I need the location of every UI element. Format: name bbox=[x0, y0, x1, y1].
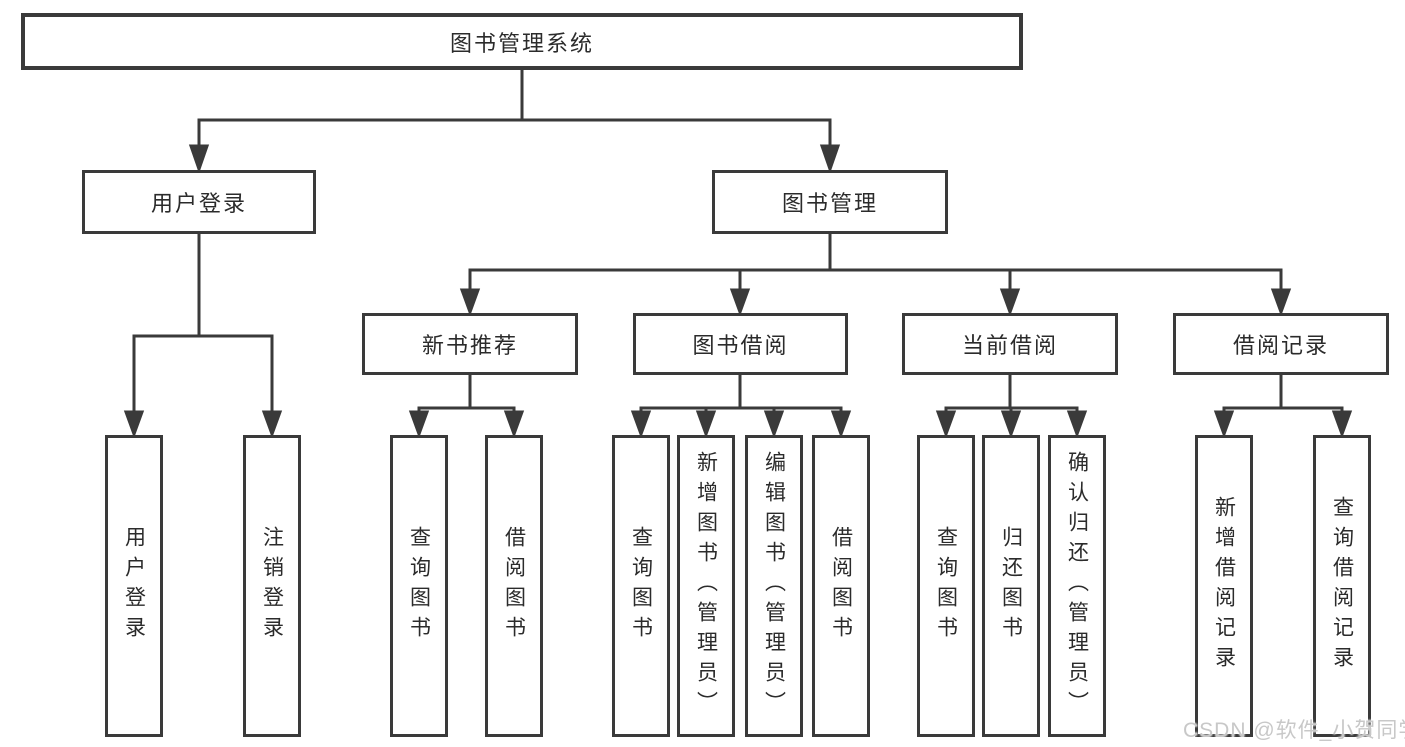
leaf-borrow-books-recommend: 借阅图书 bbox=[485, 435, 543, 737]
leaf-query-books-recommend-label: 查询图书 bbox=[407, 526, 431, 646]
node-borrow-records: 借阅记录 bbox=[1173, 313, 1389, 375]
leaf-borrow-books: 借阅图书 bbox=[812, 435, 870, 737]
leaf-return-book: 归还图书 bbox=[982, 435, 1040, 737]
leaf-add-borrow-record: 新增借阅记录 bbox=[1195, 435, 1253, 737]
leaf-add-book-admin-label: 新增图书（管理员） bbox=[694, 451, 718, 721]
leaf-edit-book-admin: 编辑图书（管理员） bbox=[745, 435, 803, 737]
node-user-login: 用户登录 bbox=[82, 170, 316, 234]
node-current-borrow-label: 当前借阅 bbox=[961, 333, 1058, 358]
node-book-management-label: 图书管理 bbox=[781, 191, 878, 216]
leaf-borrow-books-recommend-label: 借阅图书 bbox=[502, 526, 526, 646]
node-borrow-records-label: 借阅记录 bbox=[1232, 333, 1329, 358]
leaf-confirm-return-admin-label: 确认归还（管理员） bbox=[1065, 451, 1089, 721]
node-library-management-system: 图书管理系统 bbox=[21, 13, 1023, 70]
node-user-login-label: 用户登录 bbox=[150, 191, 247, 216]
leaf-logout: 注销登录 bbox=[243, 435, 301, 737]
leaf-edit-book-admin-label: 编辑图书（管理员） bbox=[762, 451, 786, 721]
node-new-book-recommend: 新书推荐 bbox=[362, 313, 578, 375]
leaf-confirm-return-admin: 确认归还（管理员） bbox=[1048, 435, 1106, 737]
node-library-management-system-label: 图书管理系统 bbox=[449, 30, 594, 56]
node-book-borrow-label: 图书借阅 bbox=[692, 333, 789, 358]
leaf-query-borrow-record-label: 查询借阅记录 bbox=[1330, 496, 1354, 676]
leaf-query-books-borrow: 查询图书 bbox=[612, 435, 670, 737]
leaf-query-books-borrow-label: 查询图书 bbox=[629, 526, 653, 646]
leaf-logout-label: 注销登录 bbox=[260, 526, 284, 646]
leaf-add-borrow-record-label: 新增借阅记录 bbox=[1212, 496, 1236, 676]
node-current-borrow: 当前借阅 bbox=[902, 313, 1118, 375]
node-new-book-recommend-label: 新书推荐 bbox=[421, 333, 518, 358]
leaf-query-borrow-record: 查询借阅记录 bbox=[1313, 435, 1371, 737]
leaf-borrow-books-label: 借阅图书 bbox=[829, 526, 853, 646]
leaf-user-login-label: 用户登录 bbox=[122, 526, 146, 646]
leaf-query-books-recommend: 查询图书 bbox=[390, 435, 448, 737]
node-book-management: 图书管理 bbox=[712, 170, 948, 234]
node-book-borrow: 图书借阅 bbox=[633, 313, 848, 375]
leaf-query-books-current: 查询图书 bbox=[917, 435, 975, 737]
leaf-add-book-admin: 新增图书（管理员） bbox=[677, 435, 735, 737]
csdn-watermark: CSDN @软件_小贺同学 bbox=[1183, 719, 1405, 742]
leaf-return-book-label: 归还图书 bbox=[999, 526, 1023, 646]
leaf-query-books-current-label: 查询图书 bbox=[934, 526, 958, 646]
leaf-user-login: 用户登录 bbox=[105, 435, 163, 737]
